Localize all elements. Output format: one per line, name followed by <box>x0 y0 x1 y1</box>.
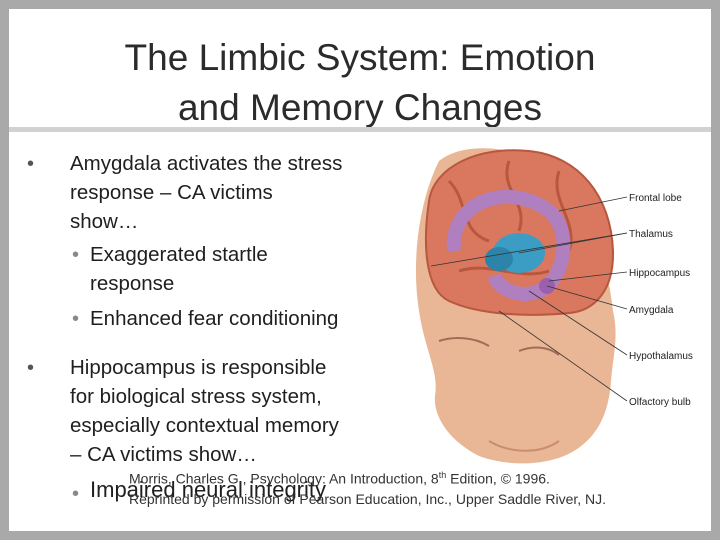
bullet-marker: • <box>27 357 35 379</box>
leader-line <box>546 285 628 310</box>
leader-line <box>528 290 628 356</box>
caption-line-1: Morris, Charles G., Psychology: An Intro… <box>129 465 606 489</box>
limbic-system-figure: Frontal lobe Thalamus Hippocampus Amygda… <box>415 148 693 464</box>
title-line-1: The Limbic System: Emotion <box>124 37 596 78</box>
leader-line <box>548 271 628 282</box>
sub-bullet-line: Impaired neural integrity <box>90 477 327 502</box>
sub-bullet-line: Exaggerated startle <box>90 243 268 266</box>
label-hippocampus: Hippocampus <box>629 268 690 279</box>
label-thalamus: Thalamus <box>629 229 673 240</box>
bullet-line: for biological stress system, <box>70 385 322 408</box>
bullet-line: Amygdala activates the stress <box>70 152 343 175</box>
bullet-line: – CA victims show… <box>70 443 257 466</box>
leader-line <box>430 232 628 267</box>
sub-bullet-fear: Enhanced fear conditioning <box>90 304 338 333</box>
limbic-ring <box>446 189 571 301</box>
label-hypothalamus: Hypothalamus <box>629 351 693 362</box>
bullet-amygdala: Amygdala activates the stress response –… <box>70 149 342 236</box>
thalamus-shadow <box>485 247 513 271</box>
label-frontal-lobe: Frontal lobe <box>629 193 682 204</box>
title-divider <box>9 127 711 132</box>
title-line-2: and Memory Changes <box>177 87 543 128</box>
sub-bullet-marker: • <box>72 483 80 505</box>
bullet-line: show… <box>70 210 139 233</box>
label-olfactory-bulb: Olfactory bulb <box>629 397 691 408</box>
caption-pre: Morris, Charles G., Psychology: An Intro… <box>129 470 439 487</box>
leader-line <box>498 310 628 402</box>
bullet-line: especially contextual memory <box>70 414 339 437</box>
caption-post: Edition, © 1996. <box>446 470 550 487</box>
label-amygdala: Amygdala <box>629 305 674 316</box>
mouth-line <box>488 440 560 452</box>
sub-bullet-line: response <box>90 272 175 295</box>
bullet-marker: • <box>27 153 35 175</box>
eyelid-left <box>438 337 490 347</box>
leader-line <box>558 196 628 212</box>
bullet-line: response – CA victims <box>70 181 273 204</box>
slide: The Limbic System: Emotion and Memory Ch… <box>9 9 711 531</box>
caption-line-2: Reprinted by permission of Pearson Educa… <box>129 490 607 507</box>
sub-bullet-marker: • <box>72 244 80 266</box>
slide-title: The Limbic System: Emotion and Memory Ch… <box>9 33 711 133</box>
figure-caption: Morris, Charles G., Psychology: An Intro… <box>129 465 606 509</box>
caption-sup: th <box>438 470 447 480</box>
eyelid-right <box>518 346 560 356</box>
sub-bullet-neural: Impaired neural integrity <box>90 475 326 505</box>
sub-bullet-marker: • <box>72 308 80 330</box>
brain-shape <box>424 149 615 316</box>
bullet-line: Hippocampus is responsible <box>70 356 327 379</box>
sub-bullet-startle: Exaggerated startle response <box>90 240 268 298</box>
leader-line <box>518 232 628 254</box>
sub-bullet-line: Enhanced fear conditioning <box>90 307 339 330</box>
bullet-hippocampus: Hippocampus is responsible for biologica… <box>70 353 339 469</box>
